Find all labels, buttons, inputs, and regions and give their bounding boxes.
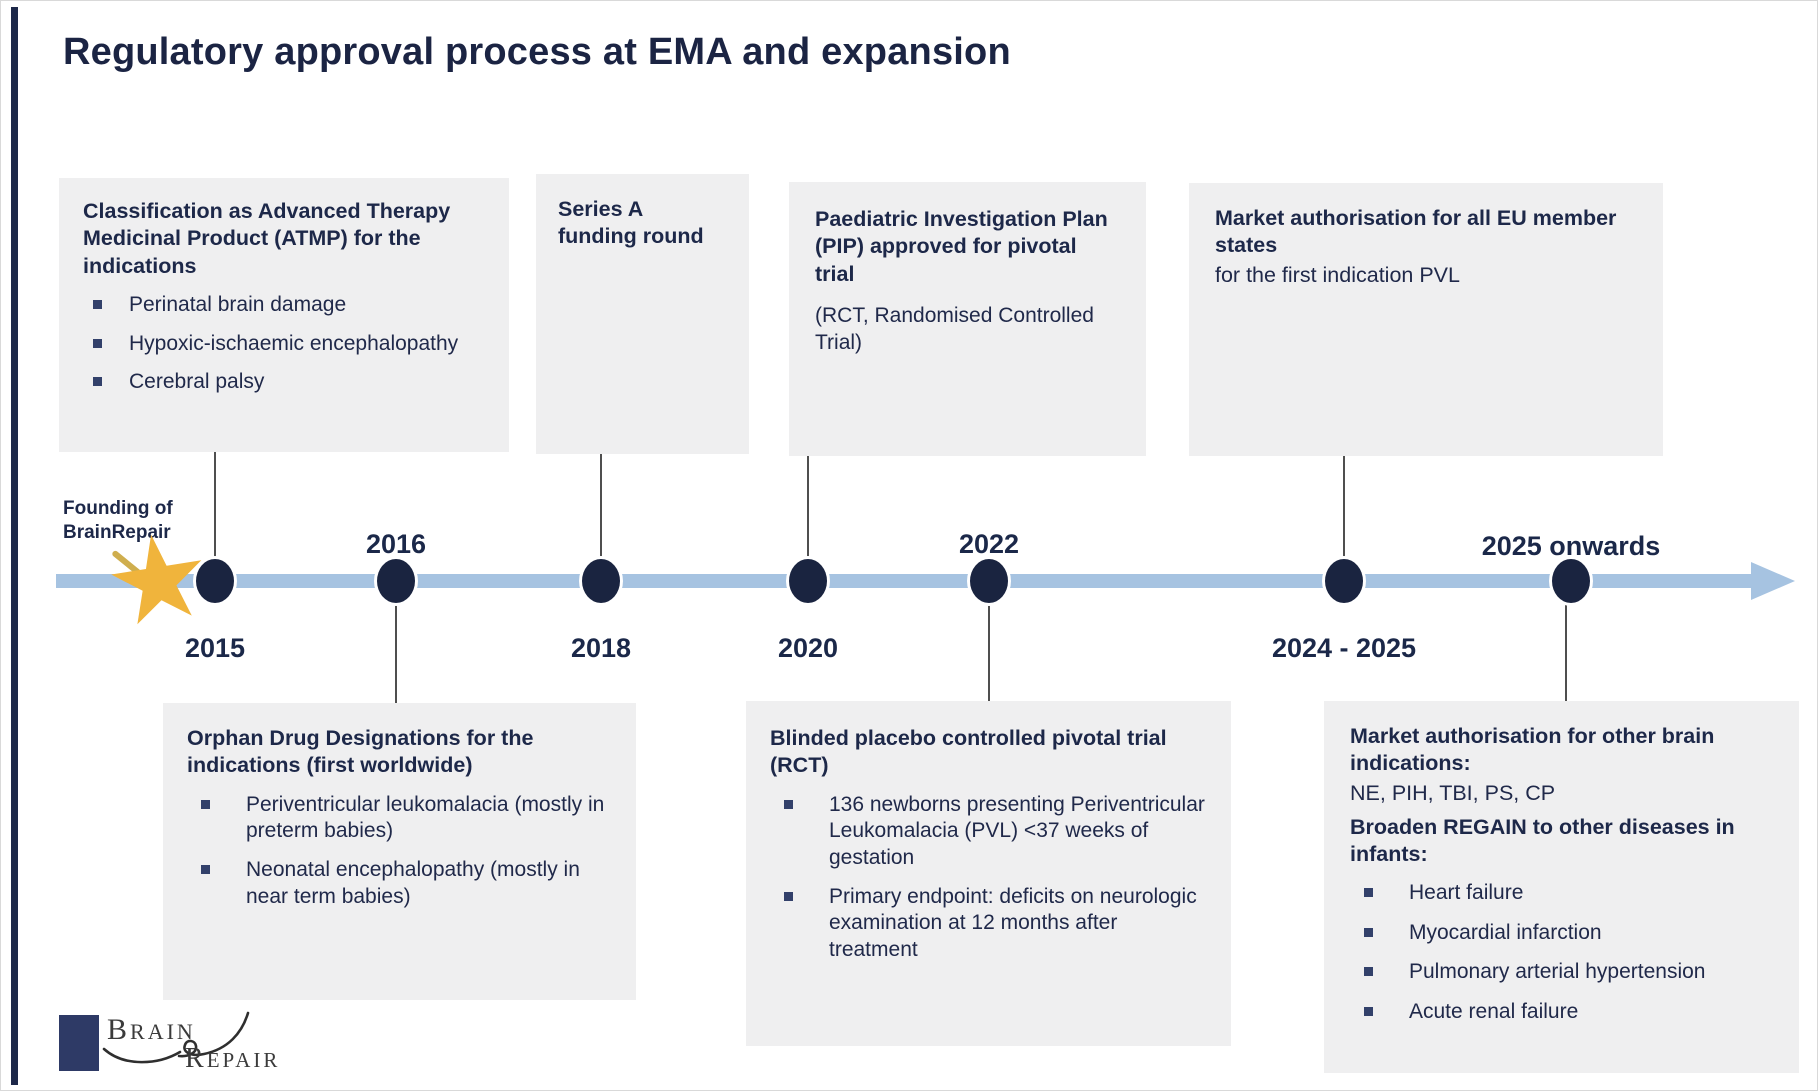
year-label-2024-2025: 2024 - 2025 bbox=[1271, 633, 1417, 663]
logo-repair-initial: R bbox=[185, 1043, 207, 1074]
list-item: Pulmonary arterial hypertension bbox=[1350, 959, 1773, 986]
timeline-dot bbox=[789, 559, 827, 603]
timeline-arrowhead-icon bbox=[1751, 562, 1795, 600]
left-accent-bar bbox=[11, 7, 18, 1085]
list-item: Cerebral palsy bbox=[83, 369, 485, 396]
founding-label: Founding of BrainRepair bbox=[63, 497, 173, 545]
rct-trial-bullet-list: 136 newborns presenting Periventricular … bbox=[770, 792, 1207, 964]
bullet-text: Cerebral palsy bbox=[129, 370, 265, 394]
list-item: Acute renal failure bbox=[1350, 999, 1773, 1026]
timeline-dot bbox=[1552, 559, 1590, 603]
list-item: Heart failure bbox=[1350, 880, 1773, 907]
other-indications-box-title: Market authorisation for other brain ind… bbox=[1350, 724, 1715, 776]
connector-line bbox=[600, 454, 602, 564]
orphan-drug-box-title: Orphan Drug Designations for the indicat… bbox=[187, 726, 534, 778]
eu-authorisation-box-title: Market authorisation for all EU member s… bbox=[1215, 206, 1617, 258]
bullet-text: Pulmonary arterial hypertension bbox=[1409, 960, 1706, 984]
list-item: Neonatal encephalopathy (mostly in near … bbox=[187, 857, 612, 910]
bullet-text: Periventricular leukomalacia (mostly in … bbox=[246, 792, 605, 843]
bullet-square-icon bbox=[201, 799, 210, 809]
classification-bullet-list: Perinatal brain damage Hypoxic-ischaemic… bbox=[83, 292, 485, 396]
logo-repair-rest: EPAIR bbox=[206, 1048, 281, 1072]
logo-repair-text: REPAIR bbox=[185, 1043, 280, 1075]
timeline-dot bbox=[582, 559, 620, 603]
year-label-2022: 2022 bbox=[958, 529, 1020, 559]
series-a-box-title: Series A funding round bbox=[558, 197, 704, 249]
classification-box: Classification as Advanced Therapy Medic… bbox=[59, 178, 509, 452]
timeline-dot bbox=[196, 559, 234, 603]
pip-box-title: Paediatric Investigation Plan (PIP) appr… bbox=[815, 207, 1108, 286]
pip-box: Paediatric Investigation Plan (PIP) appr… bbox=[789, 182, 1146, 456]
other-indications-box-abbreviations: NE, PIH, TBI, PS, CP bbox=[1350, 780, 1556, 805]
founding-label-line1: Founding of bbox=[63, 498, 173, 519]
classification-box-title: Classification as Advanced Therapy Medic… bbox=[83, 199, 451, 278]
orphan-drug-box: Orphan Drug Designations for the indicat… bbox=[163, 703, 636, 1000]
bullet-square-icon bbox=[1364, 927, 1373, 937]
list-item: Hypoxic-ischaemic encephalopathy bbox=[83, 331, 485, 358]
list-item: Periventricular leukomalacia (mostly in … bbox=[187, 792, 612, 845]
bullet-text: Primary endpoint: deficits on neurologic… bbox=[829, 884, 1197, 961]
connector-line bbox=[988, 599, 990, 701]
list-item: Primary endpoint: deficits on neurologic… bbox=[770, 884, 1207, 964]
orphan-drug-bullet-list: Periventricular leukomalacia (mostly in … bbox=[187, 792, 612, 911]
bullet-square-icon bbox=[93, 377, 102, 387]
bullet-text: 136 newborns presenting Periventricular … bbox=[829, 792, 1205, 869]
list-item: 136 newborns presenting Periventricular … bbox=[770, 792, 1207, 872]
bullet-square-icon bbox=[1364, 967, 1373, 977]
year-label-2016: 2016 bbox=[365, 529, 427, 559]
year-label-2020: 2020 bbox=[777, 633, 839, 663]
bullet-square-icon bbox=[201, 864, 210, 874]
pip-box-body: (RCT, Randomised Controlled Trial) bbox=[815, 303, 1094, 355]
bullet-square-icon bbox=[1364, 888, 1373, 898]
broaden-regain-title: Broaden REGAIN to other diseases in infa… bbox=[1350, 814, 1735, 866]
bullet-square-icon bbox=[784, 799, 793, 809]
timeline-dot bbox=[970, 559, 1008, 603]
bullet-square-icon bbox=[93, 338, 102, 348]
timeline-bar bbox=[56, 574, 1753, 588]
connector-line bbox=[1343, 456, 1345, 564]
rct-trial-box-title: Blinded placebo controlled pivotal trial… bbox=[770, 726, 1167, 778]
year-label-2018: 2018 bbox=[570, 633, 632, 663]
page-title: Regulatory approval process at EMA and e… bbox=[63, 31, 1011, 73]
bullet-square-icon bbox=[1364, 1007, 1373, 1017]
connector-line bbox=[214, 452, 216, 564]
connector-line bbox=[1565, 599, 1567, 701]
bullet-text: Acute renal failure bbox=[1409, 1000, 1579, 1024]
connector-line bbox=[807, 456, 809, 564]
logo-brain-rest: RAIN bbox=[130, 1019, 196, 1044]
bullet-text: Perinatal brain damage bbox=[129, 292, 347, 316]
year-label-2025-onwards: 2025 onwards bbox=[1481, 531, 1661, 561]
eu-authorisation-box-body: for the first indication PVL bbox=[1215, 262, 1460, 287]
bullet-text: Neonatal encephalopathy (mostly in near … bbox=[246, 857, 580, 908]
bullet-text: Hypoxic-ischaemic encephalopathy bbox=[129, 331, 459, 355]
series-a-box: Series A funding round bbox=[536, 174, 749, 454]
bullet-square-icon bbox=[93, 299, 102, 309]
year-label-2015: 2015 bbox=[184, 633, 246, 663]
logo-brain-initial: B bbox=[107, 1013, 131, 1046]
logo-brain-text: BRAIN bbox=[107, 1013, 196, 1047]
logo-swoosh-icon bbox=[102, 1011, 250, 1064]
bullet-square-icon bbox=[784, 891, 793, 901]
list-item: Perinatal brain damage bbox=[83, 292, 485, 319]
bullet-text: Myocardial infarction bbox=[1409, 920, 1602, 944]
list-item: Myocardial infarction bbox=[1350, 920, 1773, 947]
rct-trial-box: Blinded placebo controlled pivotal trial… bbox=[746, 701, 1231, 1046]
connector-line bbox=[395, 599, 397, 703]
founding-label-line2: BrainRepair bbox=[63, 521, 171, 543]
bullet-text: Heart failure bbox=[1409, 881, 1524, 905]
timeline-dot bbox=[377, 559, 415, 603]
logo-mark bbox=[59, 1015, 99, 1071]
eu-authorisation-box: Market authorisation for all EU member s… bbox=[1189, 183, 1663, 456]
other-indications-bullet-list: Heart failure Myocardial infarction Pulm… bbox=[1350, 880, 1773, 1026]
timeline-dot bbox=[1325, 559, 1363, 603]
other-indications-box: Market authorisation for other brain ind… bbox=[1324, 701, 1799, 1073]
